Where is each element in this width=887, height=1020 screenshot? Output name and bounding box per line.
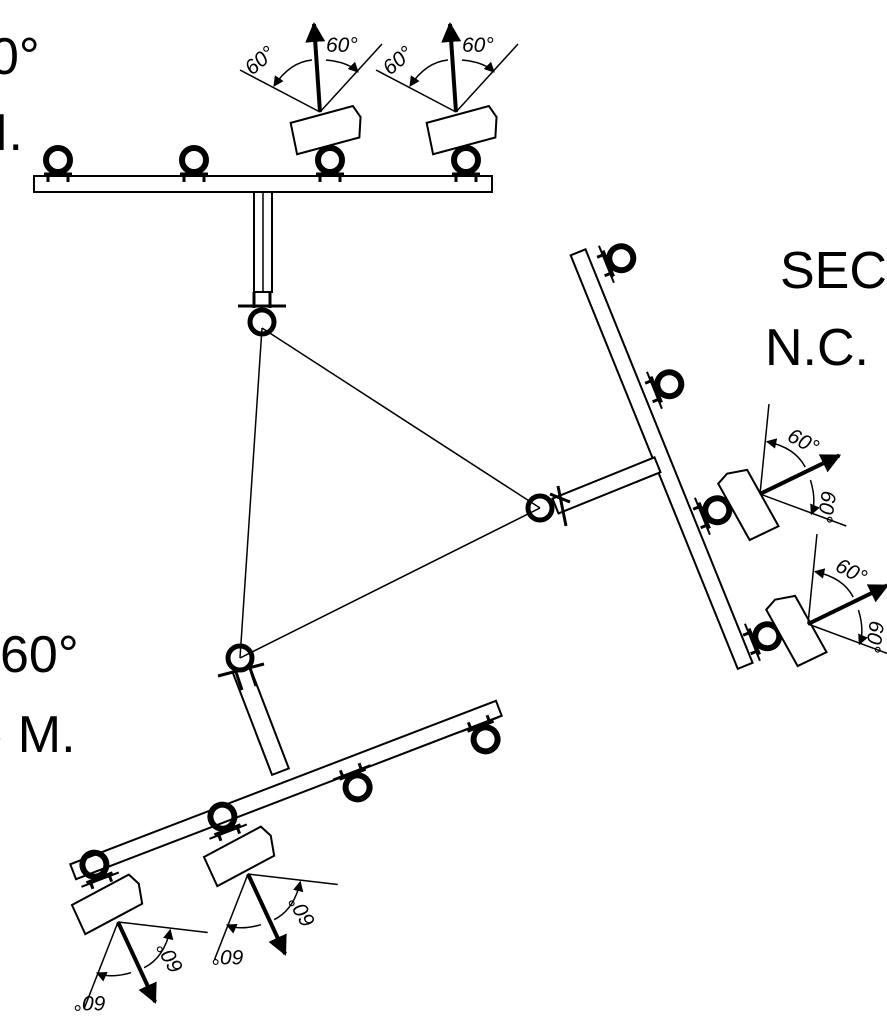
bottom-pivot-ring	[217, 643, 265, 691]
ring-icon	[174, 148, 214, 182]
arc-chute-box	[200, 823, 282, 888]
right-pivot-ring	[525, 485, 571, 527]
arc-chute-box	[68, 871, 150, 936]
linkage-triangle	[239, 327, 541, 659]
angle-label: 60°	[326, 34, 358, 57]
angle-label: 60°	[462, 34, 494, 57]
right-crossarm	[569, 248, 754, 671]
angle-label: 60°	[832, 554, 871, 589]
right-text-2: N.C.	[765, 319, 869, 377]
bottom-crossarm	[68, 699, 504, 881]
angle-label: 60°	[74, 991, 106, 1014]
arc-chute-box	[424, 104, 502, 156]
bottom-assembly: 60° 60° 60° 60°	[60, 643, 508, 1020]
angle-label: 60°	[153, 938, 189, 977]
angle-label: 60°	[784, 424, 823, 459]
angle-label: 60°	[813, 489, 840, 524]
top-left-text-2: I.	[0, 104, 23, 162]
ring-icon	[446, 148, 486, 182]
arc-chute-box	[288, 104, 366, 156]
right-horizontal-arm	[551, 456, 662, 515]
ring-icon	[310, 148, 350, 182]
ring-icon	[593, 235, 640, 285]
ring-icon	[38, 148, 78, 182]
top-pivot-ring	[238, 292, 286, 337]
top-crossarm	[33, 175, 493, 193]
left-text-2: ) M.	[0, 706, 76, 764]
right-text-1: SEC	[780, 242, 887, 300]
right-assembly: 60° 60° 60° 60°	[525, 235, 887, 681]
top-left-text-1: 0°	[0, 28, 40, 86]
top-assembly: 60° 60° 60° 60°	[33, 24, 518, 337]
angle-label: 60°	[285, 892, 321, 931]
bottom-vertical-arm	[231, 664, 291, 777]
left-text-1: 60°	[0, 626, 79, 684]
angle-label: 60°	[861, 619, 887, 654]
angle-label: 60°	[212, 945, 244, 968]
